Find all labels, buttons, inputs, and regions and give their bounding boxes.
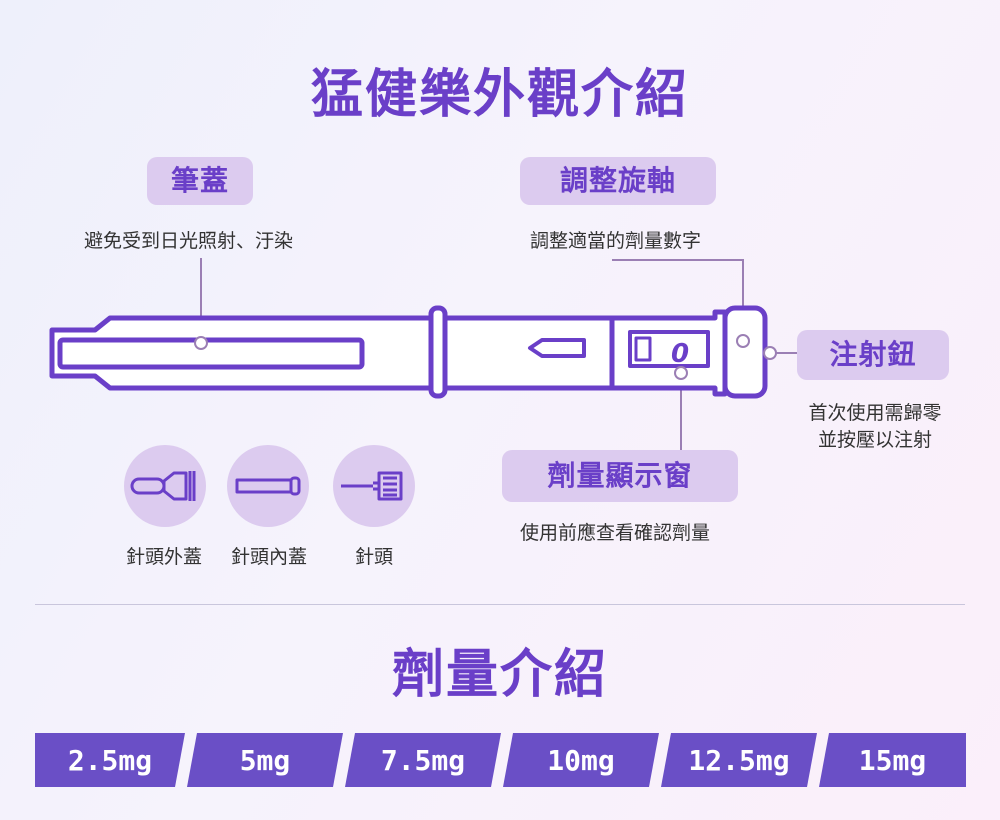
dose-chip-12-5mg: 12.5mg bbox=[661, 733, 817, 787]
dose-chip-10mg: 10mg bbox=[503, 733, 659, 787]
pen-body bbox=[49, 305, 768, 399]
dose-chip-15mg: 15mg bbox=[819, 733, 966, 787]
button-desc-line1: 首次使用需歸零 bbox=[808, 402, 942, 424]
accessory-label-needle: 針頭 bbox=[354, 546, 393, 568]
button-dot bbox=[763, 346, 777, 360]
dose-chip-7-5mg: 7.5mg bbox=[345, 733, 501, 787]
accessory-label-inner-cap: 針頭內蓋 bbox=[230, 546, 307, 568]
pen-cap-slot bbox=[57, 337, 365, 370]
button-desc-line2: 並按壓以注射 bbox=[817, 429, 932, 451]
dose-window-digit: 0 bbox=[671, 339, 689, 369]
dial-shape bbox=[722, 305, 768, 399]
dose-window-inner bbox=[634, 336, 652, 362]
arrow-marker bbox=[528, 338, 586, 358]
accessory-label-outer-cap: 針頭外蓋 bbox=[125, 546, 202, 568]
window-label: 劑量顯示窗 bbox=[502, 450, 738, 502]
dial-label: 調整旋軸 bbox=[520, 157, 716, 205]
needle-inner-cap-icon bbox=[227, 445, 309, 527]
section-divider bbox=[35, 604, 965, 605]
pen-cap-label: 筆蓋 bbox=[147, 157, 253, 205]
button-desc: 首次使用需歸零 並按壓以注射 bbox=[790, 400, 960, 454]
pen-cap-desc: 避免受到日光照射、汙染 bbox=[84, 230, 294, 252]
window-desc: 使用前應查看確認劑量 bbox=[520, 522, 711, 544]
dose-bar: 2.5mg 5mg 7.5mg 10mg 12.5mg 15mg bbox=[35, 733, 966, 787]
appearance-title: 猛健樂外觀介紹 bbox=[310, 65, 689, 125]
dose-chip-2-5mg: 2.5mg bbox=[35, 733, 185, 787]
connector-dots bbox=[194, 334, 777, 380]
window-dot bbox=[674, 366, 688, 380]
needle-outer-cap-icon bbox=[124, 445, 206, 527]
pen-illustration: 0 bbox=[49, 258, 797, 450]
needle-icon bbox=[333, 445, 415, 527]
dosage-title: 劑量介紹 bbox=[391, 645, 608, 705]
pen-cap-dot bbox=[194, 336, 208, 350]
button-label: 注射鈕 bbox=[797, 330, 949, 380]
dial-dot bbox=[736, 334, 750, 348]
dose-chip-5mg: 5mg bbox=[187, 733, 343, 787]
dial-desc: 調整適當的劑量數字 bbox=[530, 230, 702, 252]
